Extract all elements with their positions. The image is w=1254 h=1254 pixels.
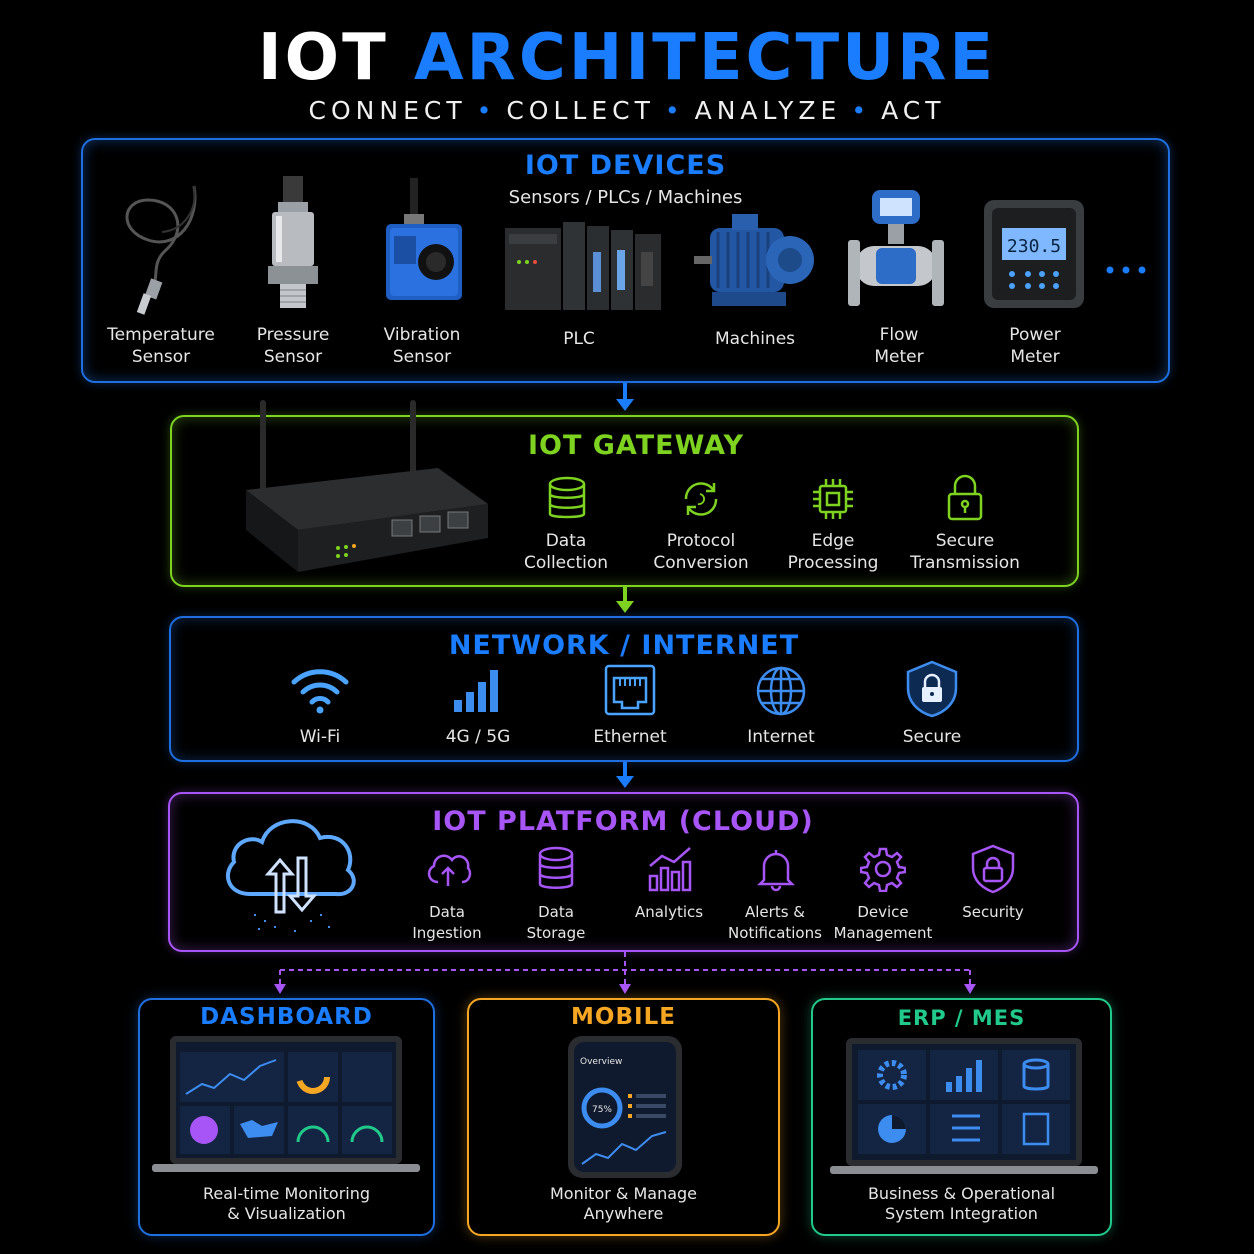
- title-iot: IOT: [257, 21, 389, 95]
- bell-icon: [756, 850, 796, 892]
- platform-label-data-ingestion: Data Ingestion: [412, 903, 482, 942]
- chip-icon: [813, 479, 853, 519]
- temperature-sensor-icon: [125, 185, 197, 315]
- platform-label-data-storage: Data Storage: [526, 903, 586, 942]
- device-label-vibration: Vibration Sensor: [383, 325, 461, 367]
- signal-bars-icon: [454, 670, 498, 712]
- mobile-panel: [467, 998, 780, 1236]
- iot-platform-panel: [168, 792, 1079, 952]
- iot-devices-title: IOT DEVICES: [524, 150, 727, 181]
- network-title: NETWORK / INTERNET: [448, 630, 800, 661]
- gateway-router-icon: [246, 400, 488, 572]
- platform-label-analytics: Analytics: [634, 903, 704, 921]
- lock-icon: [947, 474, 983, 521]
- gateway-label-edge-processing: Edge Processing: [787, 531, 879, 573]
- gateway-label-data-collection: Data Collection: [523, 531, 609, 573]
- mobile-desc-line1: Monitor & Manage: [549, 1184, 698, 1203]
- network-internet-panel: [169, 616, 1079, 762]
- security-shield-icon: [971, 844, 1015, 894]
- dashboard-title: DASHBOARD: [200, 1004, 373, 1030]
- erp-desc-line2: System Integration: [885, 1204, 1038, 1223]
- vibration-sensor-icon: [386, 178, 462, 300]
- arrow-devices-to-gateway: [616, 383, 634, 411]
- arrow-network-to-cloud: [616, 762, 634, 788]
- device-label-plc: PLC: [563, 329, 595, 349]
- device-label-flow-meter: Flow Meter: [874, 325, 924, 367]
- wifi-icon: [291, 669, 349, 714]
- mobile-gauge-value: 75%: [592, 1105, 612, 1115]
- shield-lock-icon: [906, 660, 958, 718]
- ethernet-port-icon: [604, 664, 656, 716]
- machine-motor-icon: [694, 214, 814, 306]
- page-title: IOT ARCHITECTURE: [0, 22, 1254, 94]
- tagline-connect: CONNECT: [308, 96, 467, 125]
- mobile-desc-line2: Anywhere: [583, 1204, 664, 1223]
- title-architecture: ARCHITECTURE: [414, 21, 997, 95]
- tagline-act: ACT: [881, 96, 946, 125]
- network-label-secure: Secure: [902, 727, 962, 747]
- network-label-wifi: Wi-Fi: [299, 727, 341, 747]
- dashboard-desc-line2: & Visualization: [227, 1204, 346, 1223]
- arrow-gateway-to-network: [616, 587, 634, 613]
- network-label-ethernet: Ethernet: [593, 727, 667, 747]
- dashed-connectors: [274, 952, 976, 994]
- platform-label-alerts-notifications: Alerts & Notifications: [728, 903, 822, 942]
- storage-database-icon: [538, 846, 574, 889]
- network-label-internet: Internet: [747, 727, 815, 747]
- device-label-temperature: Temperature Sensor: [107, 325, 215, 367]
- erp-mes-title: ERP / MES: [897, 1006, 1026, 1030]
- cloud-upload-download-icon: [225, 819, 356, 932]
- erp-laptop-icon: [830, 1038, 1098, 1174]
- erp-desc-line1: Business & Operational: [867, 1184, 1056, 1203]
- iot-platform-title: IOT PLATFORM (CLOUD): [432, 806, 814, 837]
- iot-gateway-title: IOT GATEWAY: [527, 430, 745, 461]
- mobile-phone-icon: Overview 75%: [568, 1036, 682, 1178]
- power-meter-reading: 230.5: [1007, 236, 1061, 257]
- database-icon: [548, 476, 586, 519]
- tagline-collect: COLLECT: [506, 96, 655, 125]
- platform-label-device-management: Device Management: [833, 903, 933, 942]
- flow-meter-icon: [848, 190, 944, 306]
- tagline: CONNECT•COLLECT•ANALYZE•ACT: [308, 96, 946, 125]
- device-label-machines: Machines: [714, 329, 796, 349]
- tagline-analyze: ANALYZE: [694, 96, 842, 125]
- globe-icon: [756, 666, 806, 716]
- iot-devices-subtitle: Sensors / PLCs / Machines: [508, 187, 743, 208]
- cloud-upload-icon: [427, 854, 472, 886]
- platform-label-security: Security: [962, 903, 1024, 921]
- dashboard-laptop-icon: [152, 1036, 420, 1172]
- gear-icon: [860, 847, 906, 892]
- network-label-4g-5g: 4G / 5G: [445, 727, 511, 747]
- device-label-pressure: Pressure Sensor: [256, 325, 330, 367]
- pressure-sensor-icon: [268, 176, 318, 308]
- mobile-screen-title: Overview: [580, 1057, 622, 1067]
- dashboard-desc-line1: Real-time Monitoring: [202, 1184, 371, 1203]
- gateway-label-protocol-conversion: Protocol Conversion: [653, 531, 749, 573]
- iot-devices-panel: [81, 138, 1170, 383]
- more-devices-icon: [1106, 266, 1146, 274]
- device-label-power-meter: Power Meter: [1009, 325, 1061, 367]
- iot-gateway-panel: [170, 415, 1079, 587]
- gateway-label-secure-transmission: Secure Transmission: [910, 531, 1020, 573]
- sync-icon: [684, 482, 718, 516]
- mobile-title: MOBILE: [571, 1004, 676, 1030]
- power-meter-icon: 230.5: [984, 200, 1084, 308]
- analytics-chart-icon: [648, 847, 692, 892]
- plc-icon: [505, 222, 661, 310]
- erp-mes-panel: [811, 998, 1112, 1236]
- dashboard-panel: [138, 998, 435, 1236]
